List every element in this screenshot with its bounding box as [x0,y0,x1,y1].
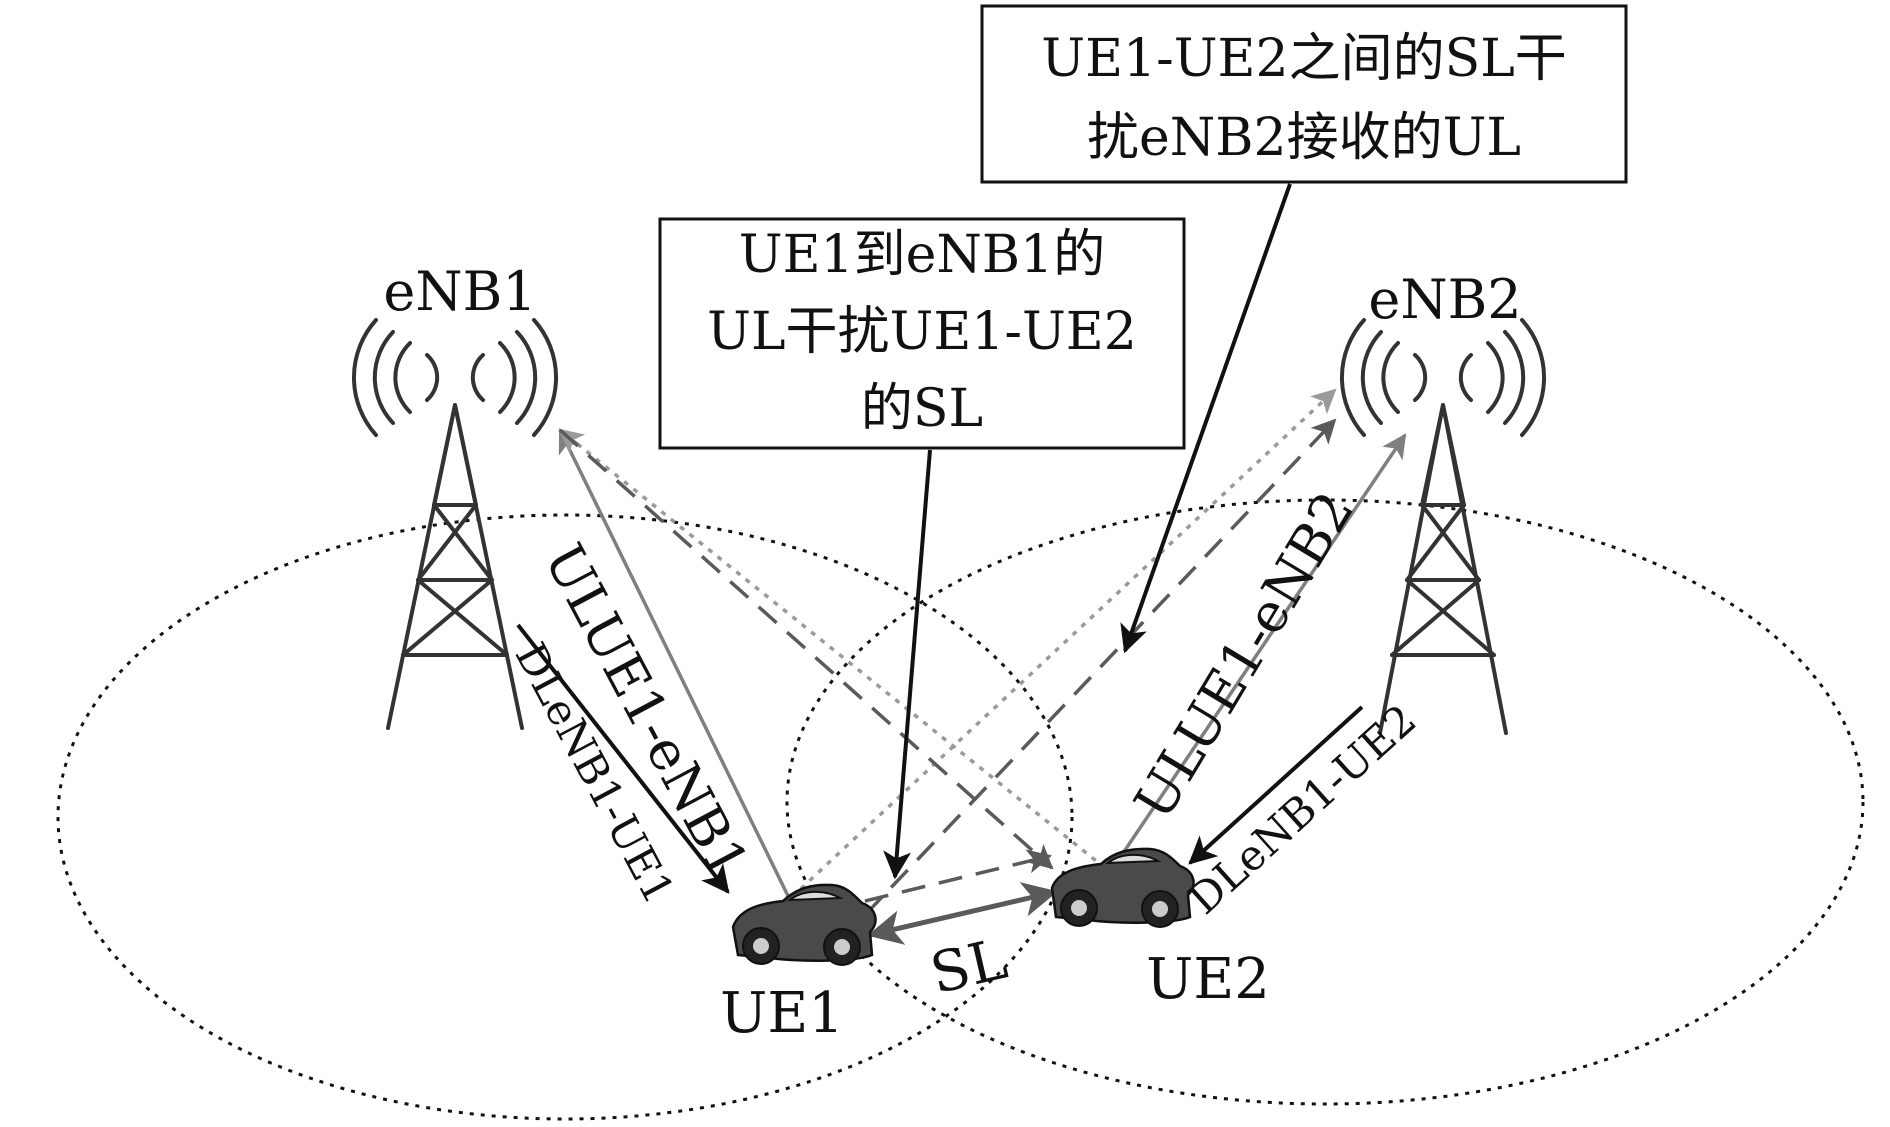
sl-label: SL [925,927,1013,1007]
interference-dashed-ue1-ue2 [827,849,1052,912]
callout-right-line-1: UE1-UE2之间的SL干 [1041,29,1566,89]
car-icon-ue1 [731,883,877,966]
callout-left-line-2: UL干扰UE1-UE2 [707,302,1137,362]
callout-left-line-1: UE1到eNB1的 [739,225,1105,285]
enb1-label: eNB1 [383,260,536,323]
ue1-label: UE1 [720,981,844,1046]
interference-dashed-enb1-ue2 [558,428,1054,870]
ue2-label: UE2 [1146,947,1270,1012]
callout-right-box [980,4,1628,184]
coverage-cell-enb1 [56,513,1074,1121]
tower-icon-enb2 [1378,403,1508,735]
interference-dotted-ue1-enb2 [790,388,1337,899]
radio-wave-icon-enb2 [1340,318,1546,437]
enb2-label: eNB2 [1368,268,1521,331]
ul-ue1-enb2-arrow [1113,433,1407,866]
interference-dotted-ue2-enb1 [558,428,1107,870]
callout-left-box [658,217,1186,450]
car-icon-ue2 [1050,847,1195,928]
callout-pointer-left [883,449,932,880]
dl-enb1-ue2-arrow [1188,705,1364,865]
callout-pointer-right [1120,183,1292,654]
callout-right-line-2: 扰eNB2接收的UL [1087,108,1521,168]
radio-wave-icon-enb1 [352,318,558,437]
callout-right: UE1-UE2之间的SL干 扰eNB2接收的UL [980,4,1628,184]
tower-icon-enb1 [386,403,524,730]
callout-left-line-3: 的SL [861,379,983,439]
callout-left: UE1到eNB1的 UL干扰UE1-UE2 的SL [658,217,1186,450]
coverage-cell-enb2 [785,498,1865,1106]
ul-ue1-enb1-arrow [558,428,792,901]
sl-link-arrow [867,882,1058,945]
dl-enb1-ue1-arrow [516,623,730,894]
